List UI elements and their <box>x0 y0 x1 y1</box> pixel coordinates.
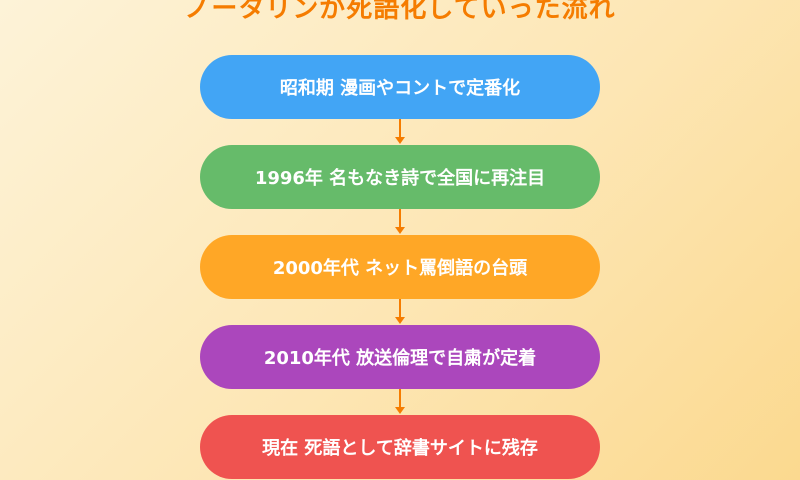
step-present: 現在 死語として辞書サイトに残存 <box>200 415 600 479</box>
step-2010s: 2010年代 放送倫理で自粛が定着 <box>200 325 600 389</box>
arrow-connector <box>200 389 600 415</box>
step-2000s: 2000年代 ネット罵倒語の台頭 <box>200 235 600 299</box>
flow-chart: 昭和期 漫画やコントで定番化 1996年 名もなき詩で全国に再注目 2000年代… <box>200 55 600 479</box>
arrow-line <box>399 119 401 139</box>
arrow-line <box>399 209 401 229</box>
arrow-down-icon <box>395 317 405 324</box>
arrow-down-icon <box>395 407 405 414</box>
arrow-line <box>399 299 401 319</box>
step-1996: 1996年 名もなき詩で全国に再注目 <box>200 145 600 209</box>
arrow-down-icon <box>395 227 405 234</box>
arrow-connector <box>200 299 600 325</box>
arrow-connector <box>200 119 600 145</box>
diagram-title: ノータリンが死語化していった流れ <box>184 0 616 24</box>
arrow-down-icon <box>395 137 405 144</box>
arrow-connector <box>200 209 600 235</box>
arrow-line <box>399 389 401 409</box>
step-showa: 昭和期 漫画やコントで定番化 <box>200 55 600 119</box>
